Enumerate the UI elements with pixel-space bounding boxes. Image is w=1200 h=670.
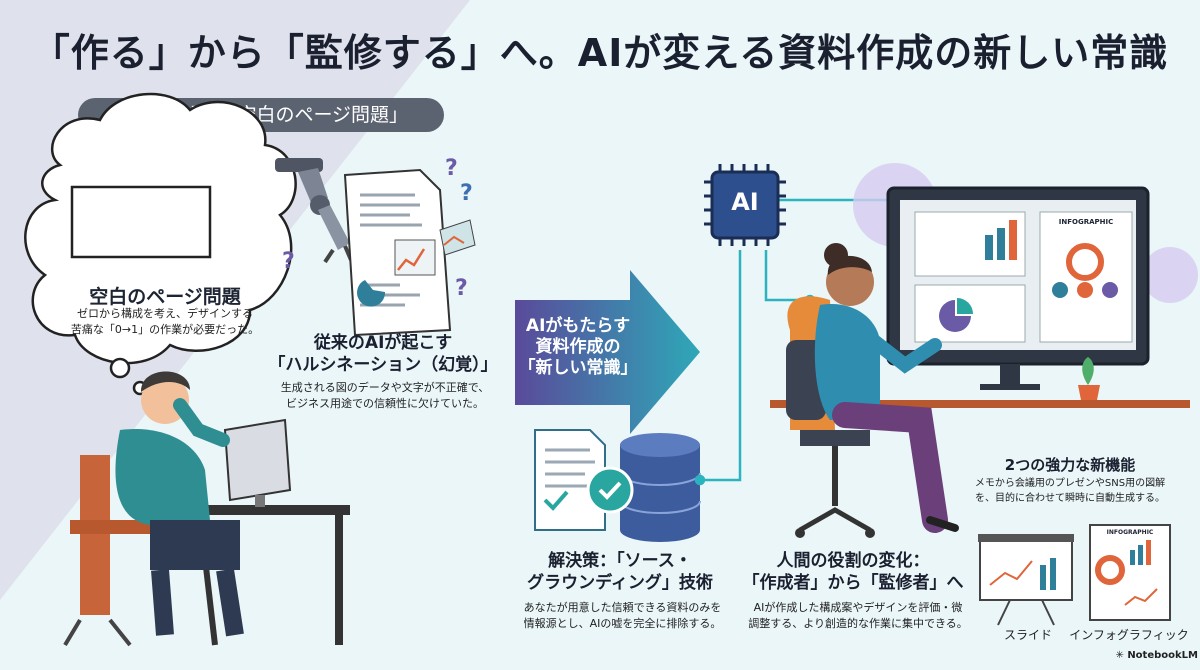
ai-chip-label: AI: [731, 188, 759, 216]
role-title-line-1: 人間の役割の変化：: [776, 551, 930, 571]
solution-title-line-2: グラウンディング」技術: [527, 573, 713, 593]
right-desk: [770, 400, 1190, 408]
slide-card-icon: [978, 534, 1074, 626]
infographic-card-icon: [1089, 524, 1171, 621]
distorted-document-icon: [343, 168, 476, 337]
thought-cloud-icon: [24, 92, 297, 396]
solution-desc: あなたが用意した信頼できる資料のみを 情報源とし、AIの嘘を完全に排除する。: [505, 600, 740, 632]
features-desc: メモから会議用のプレゼンやSNS用の図解 を、目的に合わせて瞬時に自動生成する。: [950, 476, 1190, 506]
page-title: 「作る」から「監修する」へ。AIが変える資料作成の新しい常識: [31, 31, 1169, 75]
database-icon: [586, 433, 701, 542]
hallucination-desc-line-1: 生成される図のデータや文字が不正確で、: [280, 381, 490, 394]
ai-chip-icon: [704, 164, 786, 246]
role-title: 人間の役割の変化： 「作成者」から「監修者」へ: [738, 550, 968, 594]
notebooklm-logo-icon: ✳: [1115, 650, 1128, 661]
role-title-line-2: 「作成者」から「監修者」へ: [742, 573, 964, 593]
features-title: 2つの強力な新機能: [1004, 456, 1136, 474]
transition-arrow-icon: [515, 270, 700, 434]
svg-text:?: ?: [282, 249, 295, 274]
role-desc-line-1: AIが作成した構成案やデザインを評価・微: [753, 601, 963, 614]
role-desc-line-2: 調整する、より創造的な作業に集中できる。: [748, 617, 968, 630]
question-mark-icon: ? ? ? ?: [282, 156, 473, 301]
plant-icon: [1078, 357, 1100, 400]
blank-page-line-2: 苦痛な「0→1」の作業が必要だった。: [70, 323, 260, 336]
card-infographic-label: INFOGRAPHIC: [1106, 529, 1154, 536]
features-desc-line-1: メモから会議用のプレゼンやSNS用の図解: [974, 478, 1166, 489]
notebooklm-watermark: ✳ NotebookLM: [1090, 650, 1198, 661]
monitor-icon: [886, 186, 1150, 390]
hallucination-title-line-1: 従来のAIが起こす: [313, 333, 453, 353]
svg-text:?: ?: [460, 181, 473, 206]
solution-desc-line-2: 情報源とし、AIの嘘を完全に排除する。: [523, 617, 722, 630]
solution-title-line-1: 解決策：「ソース・: [548, 551, 692, 571]
watermark-text: NotebookLM: [1127, 650, 1198, 661]
screen-infographic-label: INFOGRAPHIC: [1058, 218, 1114, 226]
arrow-label-line-1: AIがもたらす: [525, 316, 631, 336]
feature-slide-label: スライド: [1003, 628, 1052, 642]
feature-infographic-label: インフォグラフィック: [1069, 628, 1189, 642]
robot-arm-icon: [275, 158, 353, 264]
arrow-label-line-3: 「新しい常識」: [518, 358, 638, 378]
woman-supervisor-icon: [786, 243, 959, 538]
svg-text:?: ?: [455, 276, 468, 301]
worried-man-desk-icon: [63, 371, 350, 647]
role-desc: AIが作成した構成案やデザインを評価・微 調整する、より創造的な作業に集中できる…: [738, 600, 978, 632]
arrow-label-line-2: 資料作成の: [535, 337, 621, 357]
features-desc-line-2: を、目的に合わせて瞬時に自動生成する。: [975, 493, 1165, 504]
arrow-label: AIがもたらす 資料作成の 「新しい常識」: [518, 316, 638, 379]
hallucination-title: 従来のAIが起こす 「ハルシネーション（幻覚）」: [268, 332, 498, 376]
svg-text:?: ?: [445, 156, 458, 181]
solution-desc-line-1: あなたが用意した信頼できる資料のみを: [523, 601, 722, 614]
blank-page-desc: ゼロから構成を考え、デザインする 苦痛な「0→1」の作業が必要だった。: [50, 306, 280, 338]
blank-page-title: 空白のページ問題: [89, 286, 241, 308]
solution-title: 解決策：「ソース・ グラウンディング」技術: [520, 550, 720, 594]
hallucination-desc: 生成される図のデータや文字が不正確で、 ビジネス用途での信頼性に欠けていた。: [270, 380, 500, 412]
blank-page-line-1: ゼロから構成を考え、デザインする: [77, 307, 253, 320]
hallucination-title-line-2: 「ハルシネーション（幻覚）」: [268, 355, 498, 375]
hallucination-desc-line-2: ビジネス用途での信頼性に欠けていた。: [286, 397, 484, 410]
